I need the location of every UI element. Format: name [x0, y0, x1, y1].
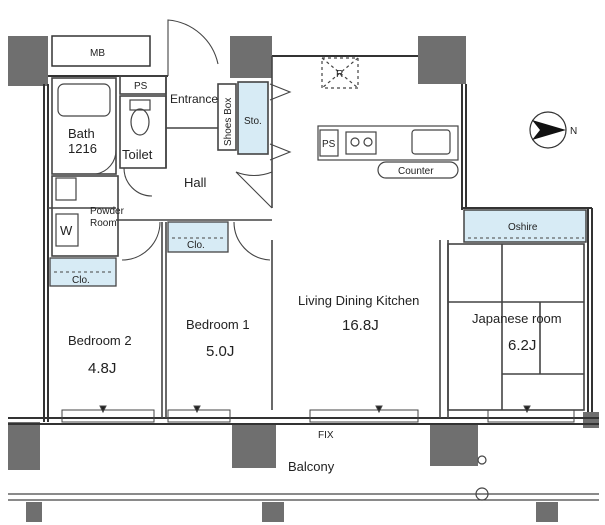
label-ps-top: PS [134, 81, 148, 92]
column-top-left [8, 36, 48, 86]
label-shoes-box: Shoes Box [223, 98, 234, 146]
label-clo-hall: Clo. [187, 240, 205, 251]
label-fix: FIX [318, 430, 334, 441]
column-top-right [418, 36, 466, 84]
label-mb: MB [90, 48, 105, 59]
label-clo-bed2: Clo. [72, 275, 90, 286]
label-bath: Bath [68, 126, 95, 141]
windows [61, 405, 575, 423]
stove-burner [350, 137, 360, 147]
label-ps-kitchen: PS [322, 139, 336, 150]
label-bedroom1: Bedroom 1 [186, 317, 250, 332]
column-far-right [583, 412, 599, 428]
label-powder-1: Powder [90, 206, 125, 217]
toilet-door [123, 167, 153, 197]
label-bedroom2-size: 4.8J [88, 360, 116, 377]
label-bath-size: 1216 [68, 141, 97, 156]
balcony-post-middle [262, 502, 284, 522]
label-toilet: Toilet [122, 147, 153, 162]
label-bedroom1-size: 5.0J [206, 343, 234, 360]
fixtures [55, 57, 459, 247]
label-bedroom2: Bedroom 2 [68, 333, 132, 348]
label-oshiire: Oshire [508, 222, 538, 233]
outer-walls [8, 55, 599, 425]
balcony-post-right [536, 502, 558, 522]
bathtub [57, 83, 111, 117]
toilet-bowl [130, 108, 150, 136]
kitchen-sink [411, 129, 451, 155]
bath-door [95, 149, 117, 175]
walls [8, 36, 599, 522]
kitchen-counter [317, 125, 459, 161]
balcony-post-left [26, 502, 42, 522]
interior-walls [48, 56, 585, 418]
label-washer: W [60, 223, 73, 238]
label-hall: Hall [184, 175, 207, 190]
label-counter: Counter [398, 166, 434, 177]
compass: N [529, 111, 577, 149]
label-balcony: Balcony [288, 459, 335, 474]
label-sto: Sto. [244, 116, 262, 127]
stove-burner [363, 137, 373, 147]
doors [95, 19, 292, 261]
closet-dashes [54, 237, 584, 273]
hall-closet [167, 221, 229, 253]
compass-arrow-icon [532, 120, 566, 140]
label-japanese-size: 6.2J [508, 337, 536, 354]
compass-north-label: N [570, 126, 577, 137]
oshiire-closet [463, 209, 587, 243]
column-bottom-right [430, 424, 478, 466]
column-top-middle [230, 36, 272, 78]
label-ldk: Living Dining Kitchen [298, 293, 419, 308]
meter-box [51, 35, 151, 67]
label-powder-2: Room [90, 218, 117, 229]
label-r: R [336, 69, 343, 80]
ceiling-mark [321, 57, 359, 89]
label-ldk-size: 16.8J [342, 317, 379, 334]
bedroom1-door [233, 221, 271, 261]
ldk-door [235, 171, 273, 209]
label-entrance: Entrance [170, 92, 218, 106]
column-bottom-left [8, 422, 40, 470]
entrance-door [167, 19, 219, 76]
bedroom2-door [121, 221, 161, 261]
column-bottom-middle [232, 424, 276, 468]
balcony-rail [8, 455, 599, 501]
label-japanese: Japanese room [472, 311, 562, 326]
